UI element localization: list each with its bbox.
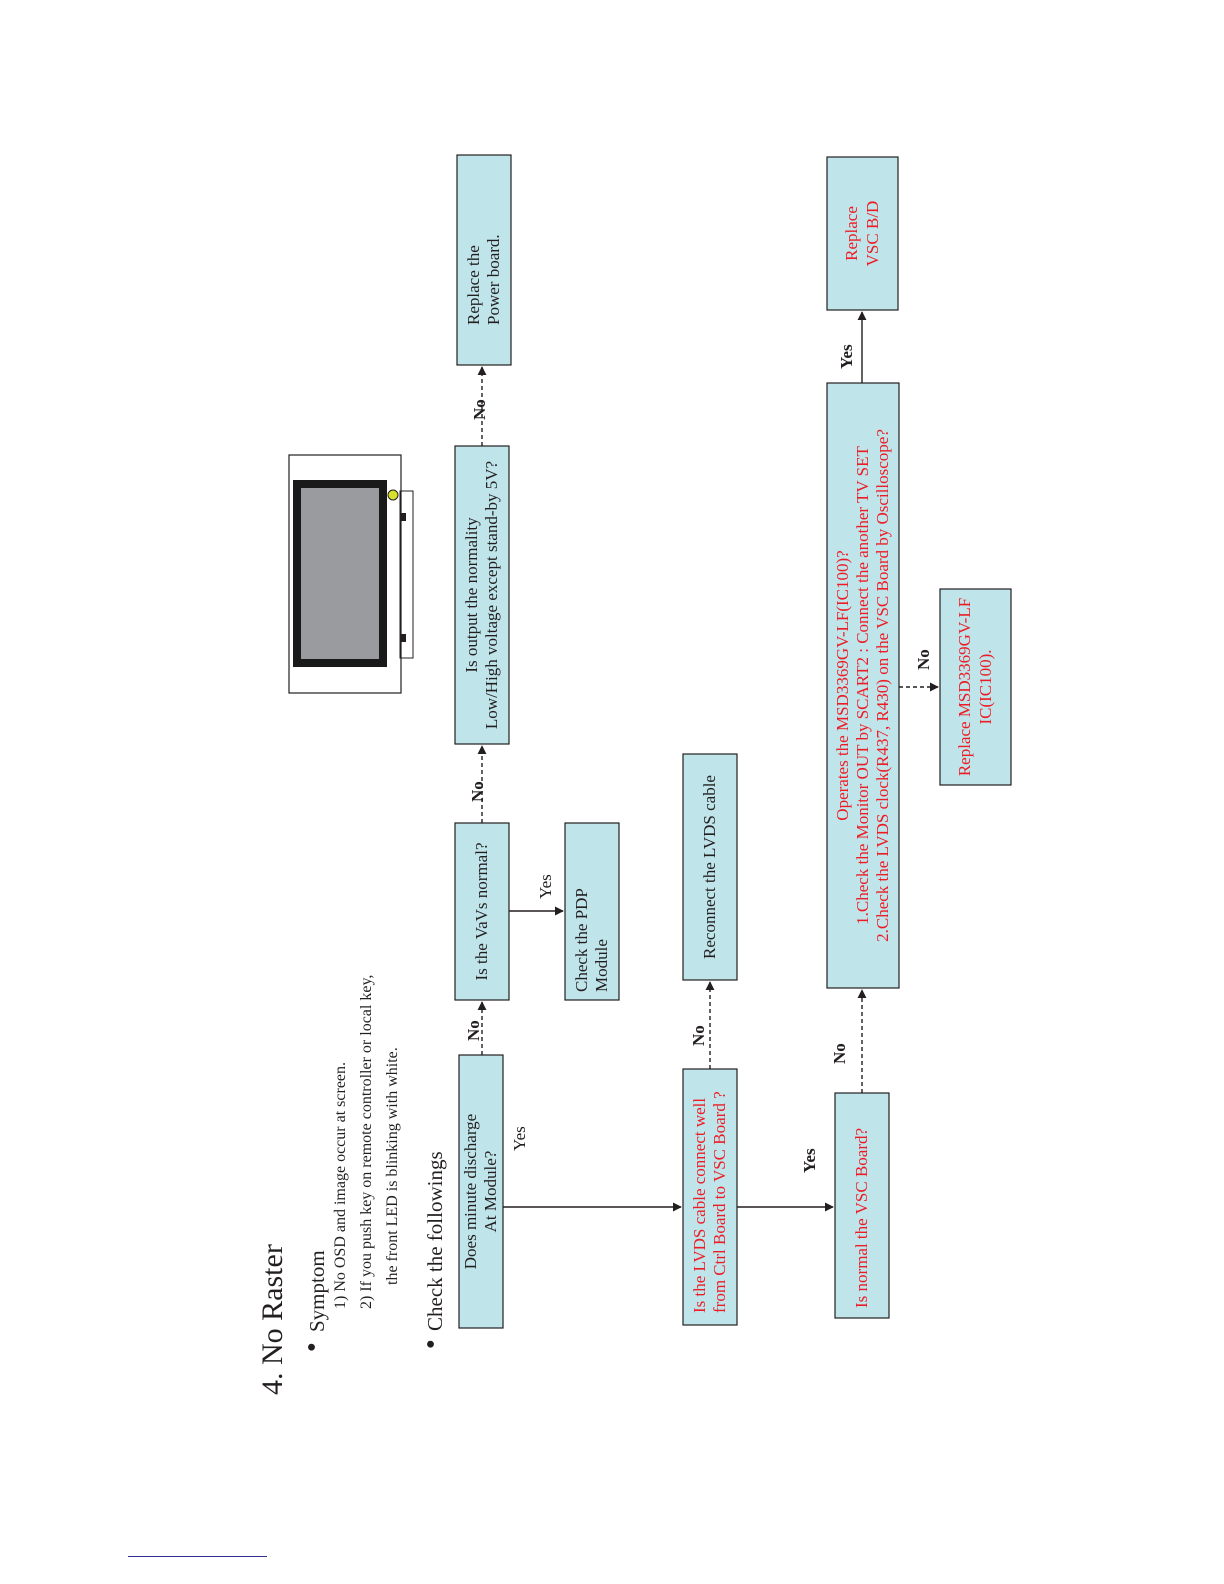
tv-screen bbox=[301, 488, 379, 659]
edge-label-msd-replace-msd: No bbox=[914, 649, 933, 670]
node-output-line-1: Is output the normality bbox=[461, 517, 481, 673]
node-output-line-2: Low/High voltage except stand-by 5V? bbox=[482, 460, 501, 730]
node-reconnect-text: Reconnect the LVDS cable bbox=[683, 754, 737, 980]
node-replace-msd-box bbox=[939, 588, 1012, 786]
symptom-line-2: 2) If you push key on remote controller … bbox=[358, 974, 375, 1309]
symptom-line-1: 1) No OSD and image occur at screen. bbox=[332, 1061, 349, 1309]
node-pdp-text: Check the PDP Module bbox=[565, 823, 619, 1000]
node-replace-vsc-line-2: VSC B/D bbox=[862, 200, 882, 267]
edge-label-msd-replace-vsc: Yes bbox=[837, 344, 856, 369]
edge-label-lvds-vsc: Yes bbox=[800, 1148, 819, 1173]
node-lvds-question-line-2: from Ctrl Board to VSC Board ? bbox=[710, 1091, 729, 1313]
node-replace-vsc-box bbox=[826, 156, 899, 311]
node-power-line-2: Power board. bbox=[484, 234, 503, 325]
footer-rule bbox=[128, 1556, 267, 1557]
node-power-line-1: Replace the bbox=[463, 245, 483, 325]
node-discharge-box bbox=[458, 1054, 504, 1329]
edge-label-vsc-msd: No bbox=[830, 1043, 849, 1064]
node-replace-vsc-text: Replace VSC B/D bbox=[827, 157, 898, 310]
check-bullet-icon: ● bbox=[422, 1339, 439, 1349]
node-discharge-text: Does minute discharge At Module? bbox=[459, 1055, 503, 1328]
node-msd-line-3: 2.Check the LVDS clock(R437, R430) on th… bbox=[873, 429, 893, 942]
node-replace-msd-line-1: Replace MSD3369GV-LF bbox=[955, 597, 975, 777]
node-replace-msd-text: Replace MSD3369GV-LF IC(IC100). bbox=[940, 589, 1011, 785]
node-msd-box bbox=[826, 382, 900, 989]
node-pdp-line-1: Check the PDP bbox=[571, 888, 591, 992]
symptom-heading: Symptom bbox=[305, 1250, 329, 1332]
node-output-box bbox=[454, 445, 510, 745]
node-replace-vsc-line-1: Replace bbox=[842, 206, 862, 261]
edge-label-discharge-lvds: Yes bbox=[510, 1126, 529, 1151]
node-power-box bbox=[456, 154, 512, 366]
node-reconnect-box bbox=[682, 753, 738, 981]
node-output-text: Is output the normality Low/High voltage… bbox=[455, 446, 509, 744]
check-heading: Check the followings bbox=[423, 1151, 447, 1331]
symptom-line-3: the front LED is blinking with white. bbox=[384, 1047, 401, 1285]
node-vsc-question-text: Is normal the VSC Board? bbox=[835, 1093, 889, 1318]
node-lvds-question-line-1: Is the LVDS cable connect well bbox=[689, 1097, 709, 1313]
edge-label-discharge-vavs: No bbox=[464, 1020, 483, 1041]
node-msd-line-2: 1.Check the Monitor OUT by SCART2 : Conn… bbox=[852, 446, 872, 925]
node-vsc-question-box bbox=[834, 1092, 890, 1319]
edge-label-output-power: No bbox=[470, 399, 489, 420]
node-msd-text: Operates the MSD3369GV-LF(IC100)? 1.Chec… bbox=[827, 383, 899, 988]
tv-stand-neck-bottom bbox=[400, 634, 406, 642]
node-msd-line-1: Operates the MSD3369GV-LF(IC100)? bbox=[832, 550, 852, 821]
tv-stand bbox=[399, 490, 414, 659]
tv-power-led-icon bbox=[387, 489, 399, 501]
symptom-bullet-icon: ● bbox=[303, 1342, 320, 1352]
node-discharge-line-1: Does minute discharge bbox=[460, 1113, 480, 1270]
node-vsc-question-line-1: Is normal the VSC Board? bbox=[851, 1127, 871, 1308]
page-title: 4. No Raster bbox=[256, 1244, 289, 1395]
node-lvds-question-box bbox=[682, 1068, 738, 1326]
edge-label-vavs-output: No bbox=[468, 781, 487, 802]
node-pdp-box bbox=[564, 822, 620, 1001]
edge-label-vavs-pdp: Yes bbox=[536, 874, 555, 899]
tv-stand-neck-top bbox=[400, 513, 406, 521]
node-discharge-line-2: At Module? bbox=[481, 1150, 500, 1233]
node-vavs-line-1: Is the VaVs normal? bbox=[471, 842, 491, 981]
node-lvds-question-text: Is the LVDS cable connect well from Ctrl… bbox=[683, 1069, 737, 1325]
node-pdp-line-2: Module bbox=[592, 939, 611, 992]
node-power-text: Replace the Power board. bbox=[457, 155, 511, 365]
node-reconnect-line-1: Reconnect the LVDS cable bbox=[699, 775, 719, 959]
node-vavs-text: Is the VaVs normal? bbox=[455, 823, 509, 1000]
node-replace-msd-line-2: IC(IC100). bbox=[975, 649, 995, 725]
edge-label-lvds-reconnect: No bbox=[689, 1025, 708, 1046]
plasma-tv-icon bbox=[288, 454, 414, 694]
tv-panel-outline bbox=[288, 454, 402, 694]
